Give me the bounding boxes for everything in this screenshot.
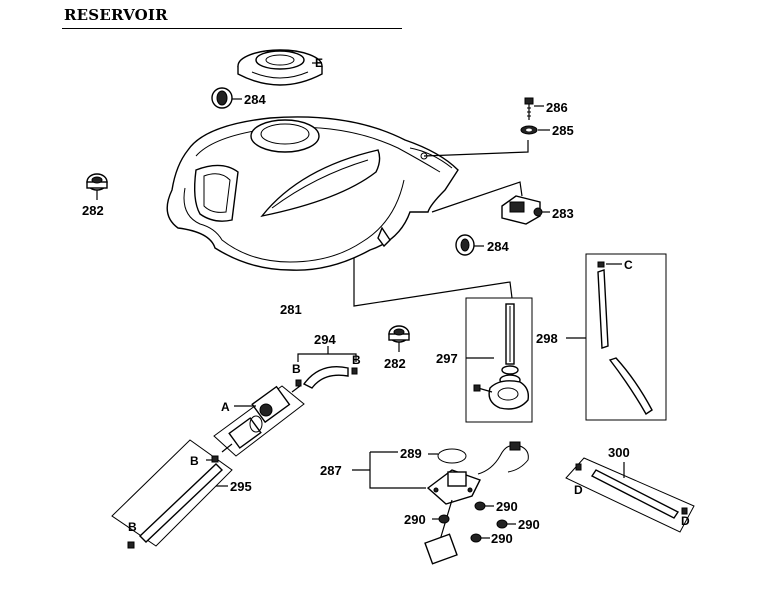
filler-cap: [237, 49, 323, 86]
callout-281-tank: 281: [280, 302, 302, 317]
callout-294-small-hose: 294: [314, 332, 336, 347]
fuel-tank: [166, 116, 459, 271]
title-underline: [62, 28, 402, 29]
small-hose-letter-b1: B: [292, 362, 301, 376]
callout-284-grommet-right: 284: [487, 239, 509, 254]
diagram-title: RESERVOIR: [64, 6, 168, 24]
callout-284-cap-seal: 284: [244, 92, 266, 107]
grommet-right-part: [455, 234, 475, 256]
fuel-filter-assembly: [213, 385, 305, 457]
small-hose-letter-b2: B: [352, 353, 361, 367]
washer-part: [520, 125, 538, 135]
tap-hose-part: [585, 253, 667, 421]
vent-hose-letter-d1: D: [574, 483, 583, 497]
vent-hose-letter-d2: D: [681, 514, 690, 528]
callout-290-nut-1: 290: [496, 499, 518, 514]
callout-285-washer: 285: [552, 123, 574, 138]
mount-bracket-part: [501, 195, 543, 225]
callout-283-bracket: 283: [552, 206, 574, 221]
nut-part-3: [496, 519, 508, 529]
callout-282-grommet-lower: 282: [384, 356, 406, 371]
callout-300-vent-hose: 300: [608, 445, 630, 460]
callout-289-oring: 289: [400, 446, 422, 461]
nut-part-2: [438, 514, 450, 524]
cap-seal-part: [211, 87, 233, 109]
filter-letter-label: A: [221, 400, 230, 414]
nut-part-4: [470, 533, 482, 543]
callout-297-fuel-tap: 297: [436, 351, 458, 366]
grommet-lower-part: [388, 325, 410, 343]
callout-298-hose: 298: [536, 331, 558, 346]
callout-286-bolt: 286: [546, 100, 568, 115]
callout-290-nut-4: 290: [491, 531, 513, 546]
long-hose-letter-b1: B: [190, 454, 199, 468]
cap-letter-label: E: [315, 56, 323, 70]
callout-287-pump: 287: [320, 463, 342, 478]
callout-290-nut-2: 290: [404, 512, 426, 527]
grommet-left-part: [86, 173, 108, 191]
fuel-tap-part: [465, 297, 533, 423]
callout-295-long-hose: 295: [230, 479, 252, 494]
callout-282-grommet-left: 282: [82, 203, 104, 218]
bolt-part: [524, 97, 534, 120]
fuel-pump-part: [424, 441, 529, 565]
long-hose-part: [111, 439, 233, 549]
nut-part-1: [474, 501, 486, 511]
hose-top-letter-label: C: [624, 258, 633, 272]
callout-290-nut-3: 290: [518, 517, 540, 532]
small-hose-part: [295, 366, 358, 389]
vent-hose-part: [565, 457, 695, 533]
long-hose-letter-b2: B: [128, 520, 137, 534]
